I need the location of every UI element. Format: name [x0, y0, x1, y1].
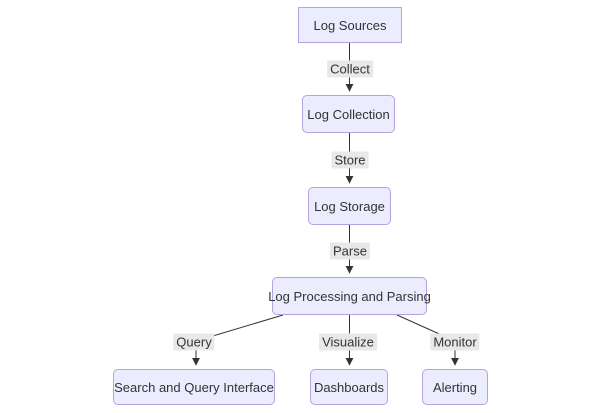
node-log-collection: Log Collection: [302, 95, 395, 133]
node-log-sources-label: Log Sources: [313, 17, 387, 33]
node-log-sources: Log Sources: [298, 7, 402, 43]
node-alerting-label: Alerting: [432, 379, 478, 395]
node-dashboards-label: Dashboards: [313, 379, 385, 395]
node-search-and-query-interface: Search and Query Interface: [113, 369, 275, 405]
node-log-processing-and-parsing: Log Processing and Parsing: [268, 277, 431, 315]
node-search-and-query-interface-label: Search and Query Interface: [114, 379, 274, 395]
node-log-collection-label: Log Collection: [307, 106, 390, 122]
node-log-storage: Log Storage: [308, 187, 391, 225]
node-log-processing-and-parsing-label: Log Processing and Parsing: [268, 288, 431, 304]
edge-label-monitor: Monitor: [430, 333, 480, 351]
node-log-storage-label: Log Storage: [314, 198, 385, 214]
edge-label-visualize: Visualize: [319, 333, 377, 351]
edge-label-collect: Collect: [327, 60, 373, 78]
edge-label-parse: Parse: [330, 242, 370, 260]
edge-label-store: Store: [331, 151, 369, 169]
node-alerting: Alerting: [422, 369, 488, 405]
node-dashboards: Dashboards: [310, 369, 388, 405]
edge-label-query: Query: [173, 333, 215, 351]
